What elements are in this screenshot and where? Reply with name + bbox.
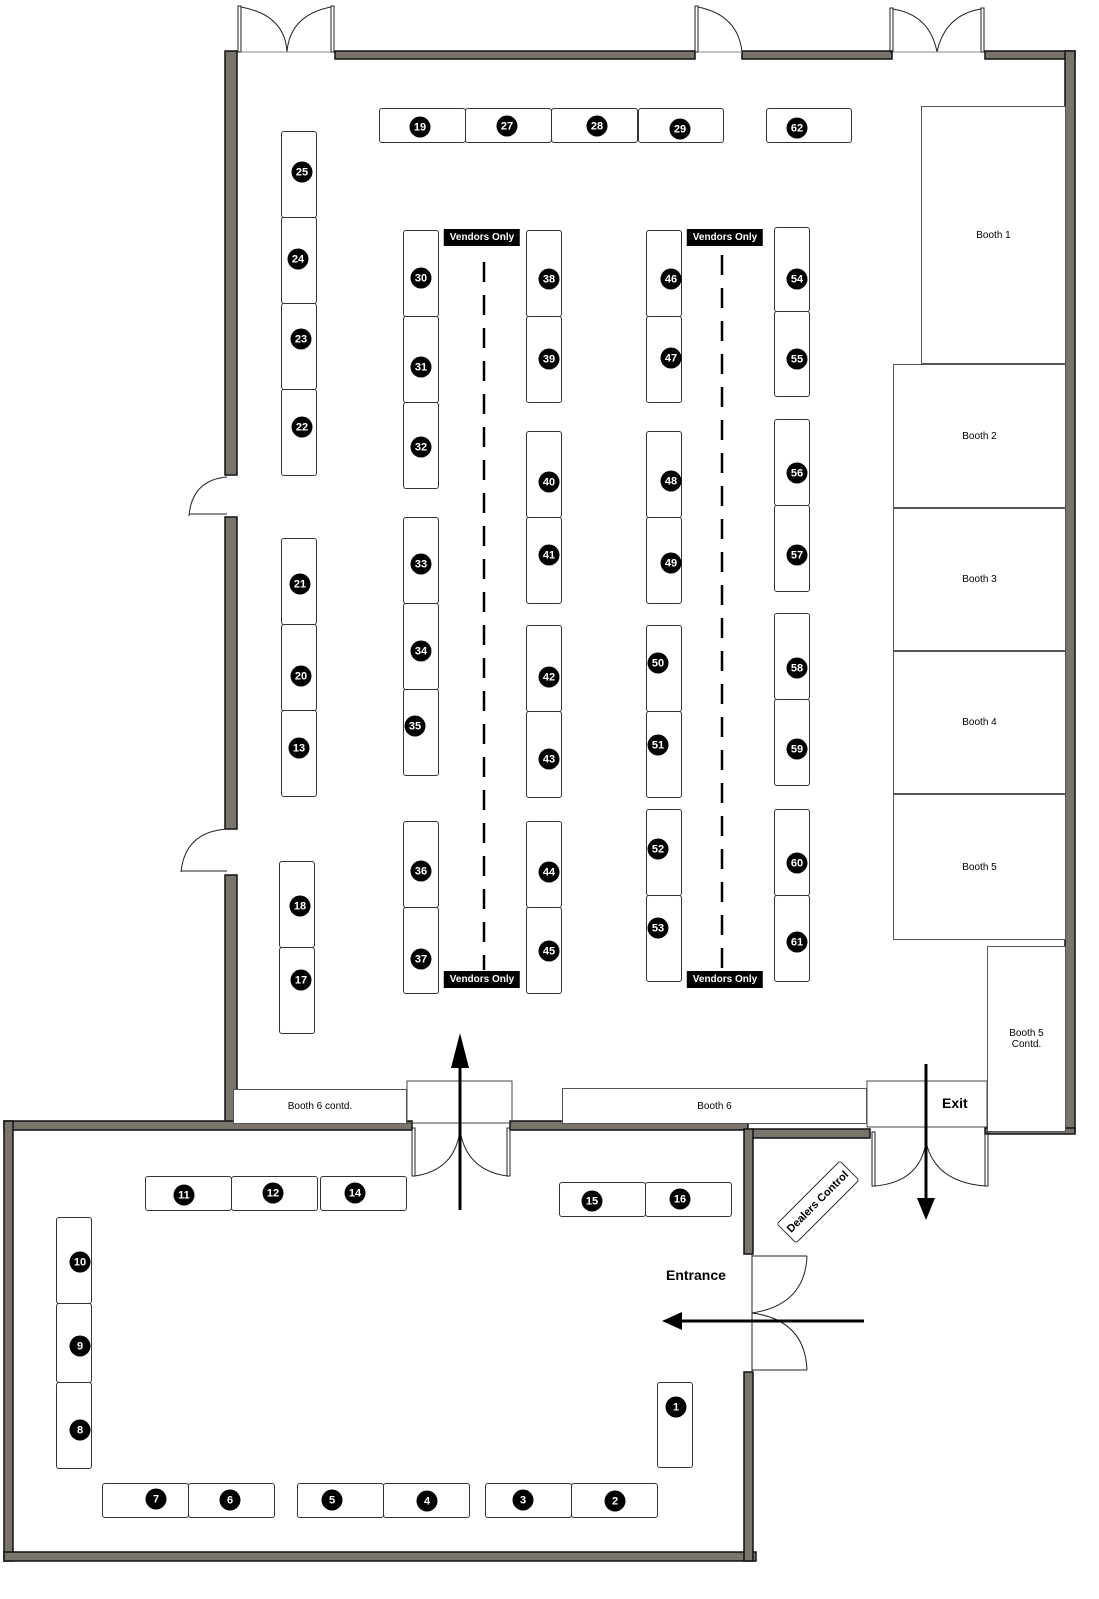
table-number-badge: 31 [410, 356, 432, 378]
booth-4[interactable]: Booth 4 [893, 651, 1066, 794]
table-number-badge: 32 [410, 436, 432, 458]
vendors-only-sign: Vendors Only [686, 229, 764, 246]
table-number-badge: 13 [288, 737, 310, 759]
entrance-label: Entrance [666, 1267, 726, 1283]
booth-label: Booth 5 [962, 861, 997, 873]
table-number-badge: 29 [669, 118, 691, 140]
table-4[interactable] [383, 1483, 470, 1518]
table-17[interactable] [279, 947, 315, 1034]
table-number-badge: 46 [660, 268, 682, 290]
booth-label: Booth 5 Contd. [1009, 1028, 1044, 1050]
table-62[interactable] [766, 108, 852, 143]
table-number-badge: 41 [538, 544, 560, 566]
table-number-badge: 12 [262, 1182, 284, 1204]
table-15[interactable] [559, 1182, 646, 1217]
table-number-badge: 34 [410, 640, 432, 662]
table-number-badge: 18 [289, 895, 311, 917]
table-number-badge: 58 [786, 657, 808, 679]
table-number-badge: 24 [287, 248, 309, 270]
exit-label: Exit [942, 1095, 968, 1111]
table-53[interactable] [646, 895, 682, 982]
table-number-badge: 15 [581, 1190, 603, 1212]
vendors-only-sign: Vendors Only [443, 971, 521, 988]
table-number-badge: 49 [660, 552, 682, 574]
booth-1[interactable]: Booth 1 [921, 106, 1066, 364]
vendors-only-sign: Vendors Only [686, 971, 764, 988]
table-number-badge: 1 [665, 1396, 687, 1418]
table-number-badge: 42 [538, 666, 560, 688]
table-number-badge: 22 [291, 416, 313, 438]
arrow-icons [451, 1033, 935, 1330]
table-number-badge: 21 [289, 573, 311, 595]
table-58[interactable] [774, 613, 810, 700]
table-number-badge: 52 [647, 838, 669, 860]
table-number-badge: 51 [647, 734, 669, 756]
table-28[interactable] [551, 108, 638, 143]
table-number-badge: 10 [69, 1251, 91, 1273]
table-number-badge: 48 [660, 470, 682, 492]
booth-label: Booth 6 [697, 1100, 732, 1112]
table-number-badge: 57 [786, 544, 808, 566]
booth-6[interactable]: Booth 6 [562, 1088, 867, 1124]
table-number-badge: 50 [647, 652, 669, 674]
table-number-badge: 28 [586, 115, 608, 137]
table-number-badge: 44 [538, 861, 560, 883]
table-number-badge: 33 [410, 553, 432, 575]
table-number-badge: 23 [290, 328, 312, 350]
table-number-badge: 35 [404, 715, 426, 737]
table-number-badge: 40 [538, 471, 560, 493]
table-50[interactable] [646, 625, 682, 712]
table-number-badge: 3 [512, 1489, 534, 1511]
table-number-badge: 14 [344, 1182, 366, 1204]
table-number-badge: 55 [786, 348, 808, 370]
table-51[interactable] [646, 711, 682, 798]
table-number-badge: 20 [290, 665, 312, 687]
booth-label: Booth 4 [962, 717, 997, 728]
table-number-badge: 62 [786, 117, 808, 139]
booth-5[interactable]: Booth 5 [893, 794, 1066, 940]
table-number-badge: 6 [219, 1489, 241, 1511]
table-number-badge: 16 [669, 1188, 691, 1210]
table-number-badge: 17 [290, 969, 312, 991]
table-number-badge: 61 [786, 931, 808, 953]
table-number-badge: 53 [647, 917, 669, 939]
table-number-badge: 30 [410, 267, 432, 289]
table-number-badge: 47 [660, 347, 682, 369]
table-16[interactable] [645, 1182, 732, 1217]
booth-label: Booth 3 [962, 574, 997, 585]
table-number-badge: 54 [786, 268, 808, 290]
table-number-badge: 60 [786, 852, 808, 874]
table-number-badge: 27 [496, 115, 518, 137]
table-number-badge: 39 [538, 348, 560, 370]
table-number-badge: 38 [538, 268, 560, 290]
table-number-badge: 36 [410, 860, 432, 882]
table-number-badge: 8 [69, 1419, 91, 1441]
booth-label: Booth 1 [976, 229, 1011, 241]
table-number-badge: 59 [786, 738, 808, 760]
vendors-only-sign: Vendors Only [443, 229, 521, 246]
table-number-badge: 25 [291, 161, 313, 183]
table-number-badge: 2 [604, 1490, 626, 1512]
table-number-badge: 43 [538, 748, 560, 770]
table-number-badge: 45 [538, 940, 560, 962]
table-1[interactable] [657, 1382, 693, 1468]
booth-2[interactable]: Booth 2 [893, 364, 1066, 508]
booth-6-contd[interactable]: Booth 6 contd. [233, 1089, 407, 1124]
table-number-badge: 9 [69, 1335, 91, 1357]
booth-3[interactable]: Booth 3 [893, 508, 1066, 651]
table-number-badge: 56 [786, 462, 808, 484]
table-number-badge: 4 [416, 1490, 438, 1512]
table-number-badge: 7 [145, 1488, 167, 1510]
table-number-badge: 37 [410, 948, 432, 970]
table-12[interactable] [231, 1176, 318, 1211]
booth-5-contd[interactable]: Booth 5 Contd. [987, 946, 1066, 1132]
booth-label: Booth 6 contd. [287, 1101, 353, 1112]
table-number-badge: 11 [173, 1184, 195, 1206]
booth-label: Booth 2 [962, 430, 997, 442]
table-number-badge: 19 [409, 116, 431, 138]
table-number-badge: 5 [321, 1489, 343, 1511]
